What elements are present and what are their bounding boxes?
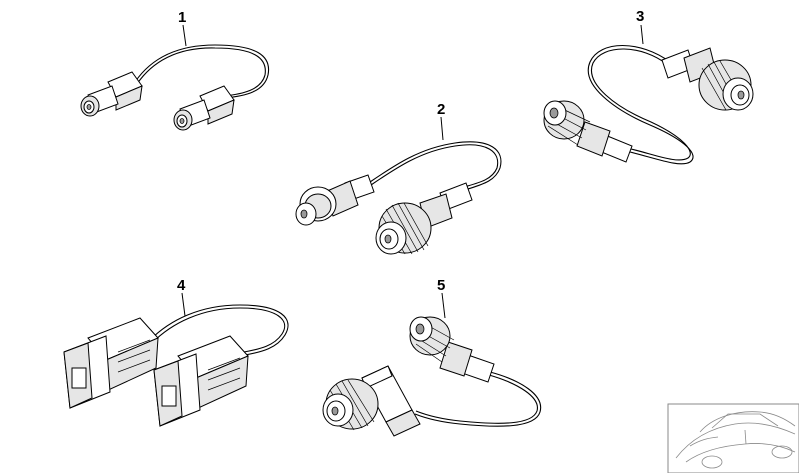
thumbnail-frame: [667, 403, 799, 473]
part-5-cable: [414, 371, 542, 427]
leader-3: [640, 24, 644, 45]
part-4-assembly: 4: [63, 277, 289, 427]
part-3-connector-top: [661, 47, 754, 111]
leader-5: [441, 292, 446, 319]
callout-5: 5: [437, 277, 445, 294]
part-1-connector-left: [80, 71, 143, 117]
part-2-cable: [369, 141, 502, 191]
callout-1: 1: [178, 9, 186, 26]
part-5-connector-straight: [409, 316, 495, 383]
callout-3: 3: [636, 8, 644, 25]
part-1-cable: [134, 44, 270, 99]
part-1-assembly: 1: [80, 9, 270, 131]
part-3-cable: [587, 45, 694, 165]
part-4-cable: [149, 304, 289, 356]
part-2-assembly: 2: [295, 101, 502, 255]
part-2-connector-knurled: [375, 182, 473, 255]
car-outline-icon: [675, 411, 796, 469]
part-4-connector-left: [63, 317, 159, 409]
part-5-connector-angled: [322, 365, 421, 437]
callout-4: 4: [177, 277, 186, 294]
leader-1: [182, 24, 187, 47]
part-4-connector-right: [153, 335, 249, 427]
part-4-left-socket: [71, 367, 87, 389]
leader-4: [181, 292, 186, 317]
part-2-connector-pin: [295, 174, 375, 226]
part-1-connector-right: [173, 85, 235, 131]
vehicle-thumbnail: [667, 403, 799, 473]
leader-2: [440, 116, 444, 141]
callout-2: 2: [437, 101, 445, 118]
part-4-right-socket: [161, 385, 177, 407]
part-3-connector-bottom: [543, 100, 633, 163]
part-3-assembly: 3: [543, 8, 754, 165]
part-5-assembly: 5: [322, 277, 542, 437]
